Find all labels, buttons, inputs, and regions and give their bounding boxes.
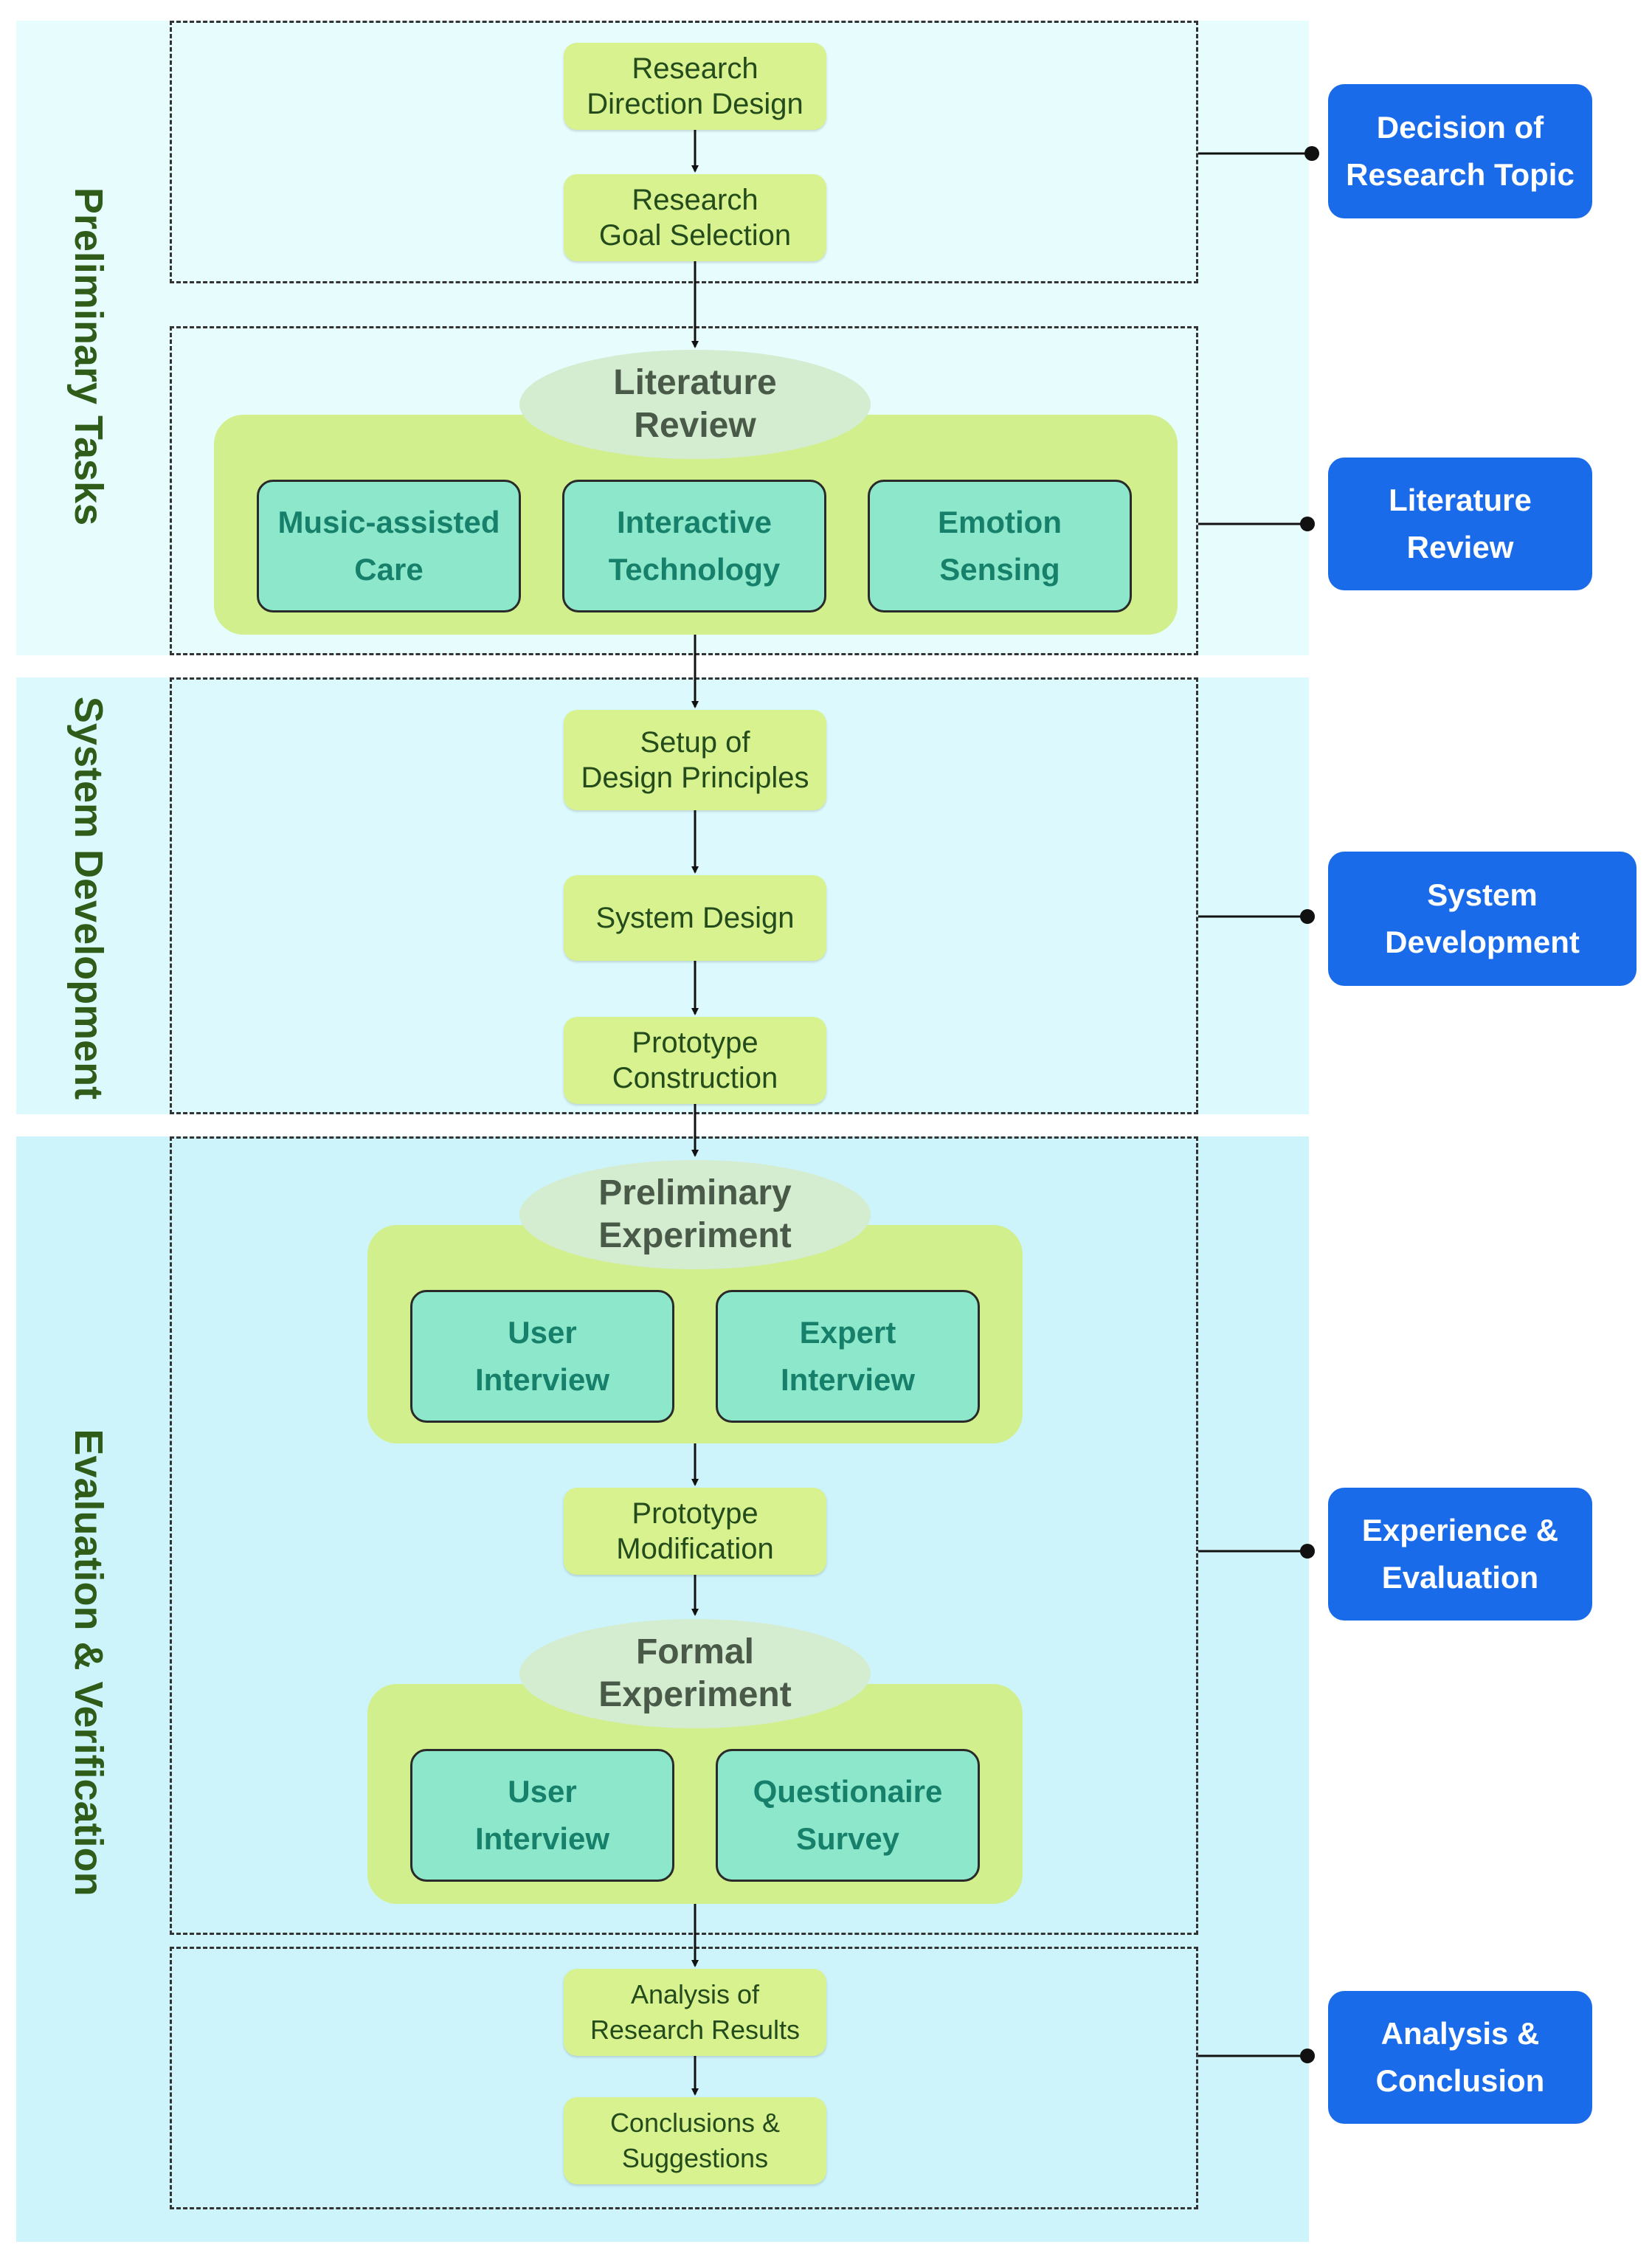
section-literature-box bbox=[170, 326, 1198, 655]
step-conclusions: Conclusions & Suggestions bbox=[564, 2097, 826, 2184]
step-research-direction: Research Direction Design bbox=[564, 43, 826, 130]
link-dot bbox=[1304, 146, 1319, 161]
section-analysis-box bbox=[170, 1947, 1198, 2209]
phase-label-preliminary: Preliminary Tasks bbox=[66, 187, 111, 526]
preliminary-experiment-title: Preliminary Experiment bbox=[519, 1160, 871, 1269]
link-dot bbox=[1300, 1544, 1315, 1559]
formal-experiment-title: Formal Experiment bbox=[519, 1619, 871, 1728]
step-research-goal: Research Goal Selection bbox=[564, 174, 826, 261]
outcome-analysis-conclusion: Analysis & Conclusion bbox=[1328, 1991, 1592, 2124]
formal-item-questionnaire: Questionaire Survey bbox=[716, 1749, 980, 1882]
step-prototype-modification: Prototype Modification bbox=[564, 1488, 826, 1575]
phase-label-evaluation: Evaluation & Verification bbox=[66, 1429, 111, 1897]
literature-review-title: Literature Review bbox=[519, 350, 871, 459]
link-dot bbox=[1300, 517, 1315, 531]
literature-item-interactive-tech: Interactive Technology bbox=[562, 480, 826, 612]
step-setup-principles: Setup of Design Principles bbox=[564, 710, 826, 810]
phase-label-system: System Development bbox=[66, 696, 111, 1100]
outcome-literature-review: Literature Review bbox=[1328, 458, 1592, 590]
step-system-design: System Design bbox=[564, 875, 826, 961]
literature-item-emotion-sensing: Emotion Sensing bbox=[868, 480, 1132, 612]
link-dot bbox=[1300, 2049, 1315, 2063]
step-analysis-results: Analysis of Research Results bbox=[564, 1969, 826, 2056]
section-topic-box bbox=[170, 21, 1198, 283]
outcome-system-development: System Development bbox=[1328, 852, 1637, 986]
prelim-item-expert-interview: Expert Interview bbox=[716, 1290, 980, 1423]
outcome-experience-evaluation: Experience & Evaluation bbox=[1328, 1488, 1592, 1621]
step-prototype-construction: Prototype Construction bbox=[564, 1017, 826, 1104]
link-dot bbox=[1300, 909, 1315, 924]
prelim-item-user-interview: User Interview bbox=[410, 1290, 674, 1423]
outcome-research-topic: Decision of Research Topic bbox=[1328, 84, 1592, 218]
section-system-box bbox=[170, 677, 1198, 1114]
section-evaluation-box bbox=[170, 1136, 1198, 1935]
literature-item-music-care: Music-assisted Care bbox=[257, 480, 521, 612]
formal-item-user-interview: User Interview bbox=[410, 1749, 674, 1882]
